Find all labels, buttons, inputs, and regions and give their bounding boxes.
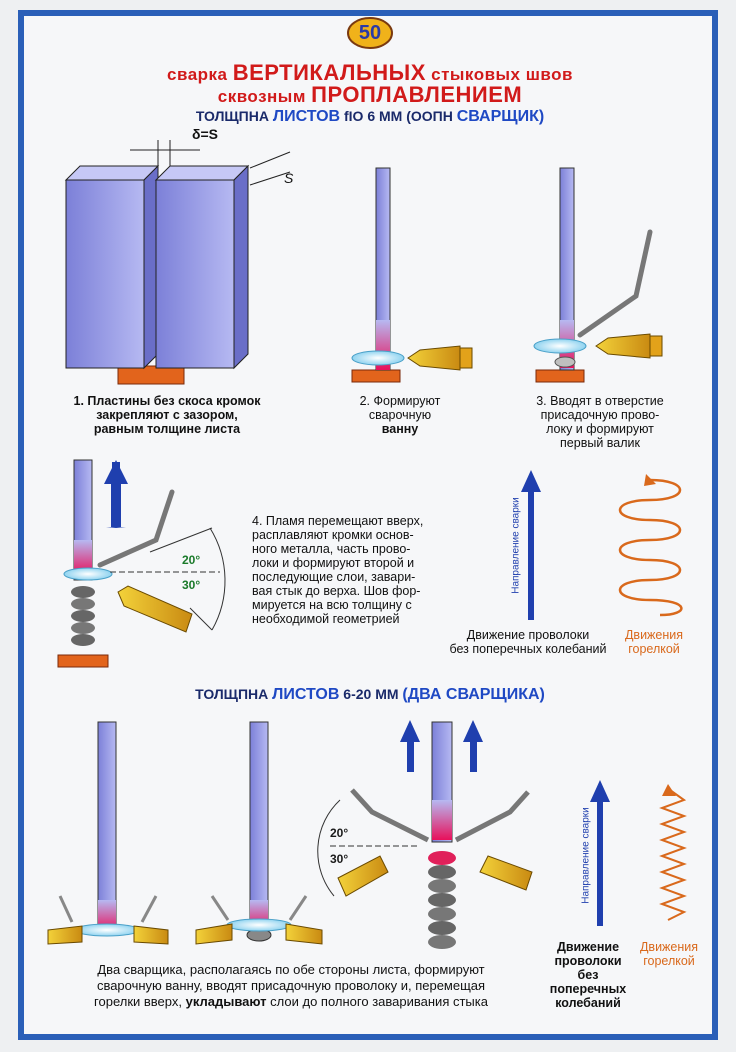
step2-line: сварочную [368, 408, 432, 422]
step1-plates [64, 140, 291, 385]
section2-highlight2: (ДВА СВАРЩИКА) [402, 686, 545, 703]
wire-motion-line: Движение проволоки [466, 628, 590, 642]
section2-highlight: ЛИСТОВ [272, 686, 340, 703]
direction-arrow-2 [590, 780, 610, 926]
bottom-line: сварочную ванну, вводят присадочную пров… [96, 978, 486, 993]
title-small-1: сварка [167, 65, 228, 84]
step4-line: последующие слои, завари- [252, 570, 416, 584]
wire-motion-line: без поперечных колебаний [449, 642, 607, 656]
wire-motion2-line: без [577, 968, 599, 982]
wire-motion2-line: поперечных [549, 982, 627, 996]
step4-line: вая стык до верха. Шов фор- [252, 584, 421, 598]
angle-30-label-2: 30° [330, 852, 349, 866]
step4-line: локи и формируют второй и [252, 556, 415, 570]
torch-motion-line: горелкой [628, 642, 680, 656]
torch-motion2-line: Движения [639, 940, 699, 954]
step4-caption: 4. Пламя перемещают вверх, расплавляют к… [252, 514, 442, 626]
section1-highlight2: СВАРЩИК) [456, 108, 545, 125]
step3-line: присадочную прово- [540, 408, 660, 422]
section1-highlight: ЛИСТОВ [272, 108, 341, 125]
step2-bold-line: ванну [381, 422, 419, 436]
wire-motion-label-2: Движение проволоки без поперечных колеба… [548, 940, 628, 1010]
angle-30-label: 30° [182, 578, 201, 592]
step1-line: равным толщине листа [93, 422, 241, 436]
two-welders-a [47, 721, 169, 945]
direction-arrow-1 [521, 470, 541, 620]
step4-line: мируется на всю толщину с [252, 598, 412, 612]
step4-line: 4. Пламя перемещают вверх, [252, 514, 424, 528]
wire-motion2-line: колебаний [555, 996, 621, 1010]
step1-line: закрепляют с зазором, [96, 408, 238, 422]
title-big-2: ПРОПЛАВЛЕНИЕМ [311, 82, 523, 107]
step1-caption: 1. Пластины без скоса кромок закрепляют … [52, 394, 282, 436]
page-number: 50 [358, 22, 382, 44]
step2-caption: 2. Формируют сварочную ванну [345, 394, 455, 436]
step4-drawing [57, 459, 226, 668]
section1-prefix: ТОЛЩПНА [195, 108, 269, 124]
section2-rest: 6-20 ММ [343, 686, 399, 702]
title-end-1: стыковых швов [431, 65, 573, 84]
angle-20-label-2: 20° [330, 826, 349, 840]
title-small-2: сквозным [217, 87, 306, 106]
gap-delta-label: δ=S [192, 126, 219, 142]
torch-motion-label-2: Движения горелкой [632, 940, 706, 968]
bottom-line3-bold: укладывают [185, 994, 267, 1009]
section1-heading: ТОЛЩПНА ЛИСТОВ fIO 6 ММ (ООПН СВАРЩИК) [130, 108, 610, 126]
step1-line: 1. Пластины без скоса кромок [73, 394, 261, 408]
bottom-paragraph: Два сварщика, располагаясь по обе сторон… [36, 962, 546, 1010]
two-welders-c [317, 720, 533, 949]
wire-motion2-line: Движение [556, 940, 620, 954]
torch-motion2-line: горелкой [643, 954, 695, 968]
wire-motion2-line: проволоки [554, 954, 622, 968]
step3-line: локу и формируют [546, 422, 654, 436]
direction-label-2: Направление сварки [580, 807, 592, 904]
page-number-badge [347, 17, 393, 49]
angle-20-label: 20° [182, 553, 201, 567]
step3-line: первый валик [560, 436, 640, 450]
two-welders-b [195, 721, 323, 945]
torch-motion-line: Движения [624, 628, 684, 642]
bottom-line3-after: слои до полного заваривания стыка [270, 994, 488, 1009]
step3-drawing [533, 167, 663, 383]
step4-line: ного металла, часть прово- [252, 542, 411, 556]
step4-line: расплавляют кромки основ- [252, 528, 414, 542]
wire-motion-label: Движение проволоки без поперечных колеба… [428, 628, 628, 656]
bottom-line-3: горелки вверх, укладывают слои до полног… [36, 994, 546, 1010]
bottom-line: Два сварщика, располагаясь по обе сторон… [97, 962, 485, 977]
title-line-1: сварка ВЕРТИКАЛЬНЫХ стыковых швов [110, 60, 630, 86]
step2-line: 2. Формируют [359, 394, 441, 408]
torch-motion-label: Движения горелкой [614, 628, 694, 656]
step4-line: необходимой геометрией [252, 612, 400, 626]
step3-line: 3. Вводят в отверстие [536, 394, 664, 408]
torch-zigzag-2 [659, 784, 687, 921]
torch-spiral-1 [618, 474, 683, 617]
section2-prefix: ТОЛЩПНА [195, 686, 269, 702]
title-big-1: ВЕРТИКАЛЬНЫХ [232, 60, 426, 85]
bottom-line3-before: горелки вверх, [94, 994, 182, 1009]
section2-heading: ТОЛЩПНА ЛИСТОВ 6-20 ММ (ДВА СВАРЩИКА) [150, 686, 590, 704]
gap-s-label: S [284, 170, 294, 186]
direction-label-1: Направление сварки [510, 497, 522, 594]
section1-rest: fIO 6 ММ (ООПН [344, 108, 453, 124]
weld-layers [71, 586, 95, 646]
step2-drawing [351, 167, 473, 383]
title-line-2: сквозным ПРОПЛАВЛЕНИЕМ [110, 82, 630, 108]
step3-caption: 3. Вводят в отверстие присадочную прово-… [520, 394, 680, 450]
